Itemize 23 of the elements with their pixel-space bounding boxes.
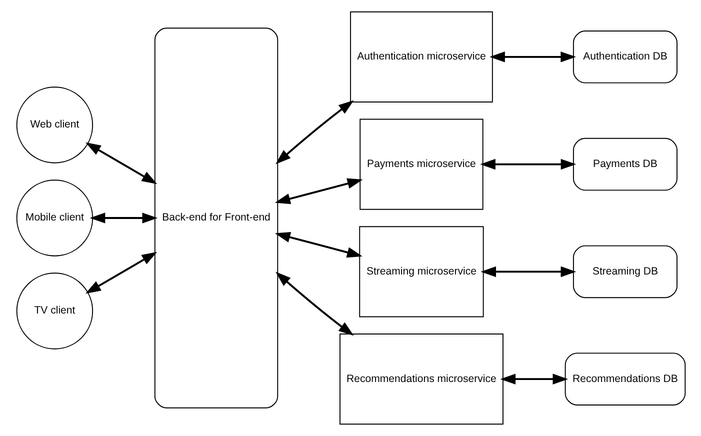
node-circle: Web client: [16, 86, 93, 164]
arrow: [489, 52, 576, 62]
arrow: [500, 374, 568, 384]
arrow: [275, 272, 354, 336]
arrow: [274, 178, 362, 204]
node-box: Authentication DB: [572, 30, 677, 84]
arrow: [480, 266, 576, 278]
node-box: Streaming microservice: [358, 226, 484, 318]
arrow: [84, 252, 157, 294]
arrow: [274, 232, 362, 258]
node-box: Streaming DB: [572, 245, 677, 298]
arrow: [480, 158, 576, 170]
node-circle: Mobile client: [16, 180, 93, 256]
node-box: Recommendations microservice: [339, 334, 503, 425]
node-box: Back-end for Front-end: [154, 28, 278, 408]
arrow: [84, 142, 157, 184]
node-box: Payments microservice: [359, 118, 483, 210]
node-box: Recommendations DB: [564, 352, 686, 406]
node-box: Authentication microservice: [350, 11, 492, 102]
node-circle: TV client: [16, 272, 93, 350]
arrow: [275, 100, 354, 164]
node-box: Payments DB: [572, 138, 677, 191]
arrow: [89, 212, 158, 224]
